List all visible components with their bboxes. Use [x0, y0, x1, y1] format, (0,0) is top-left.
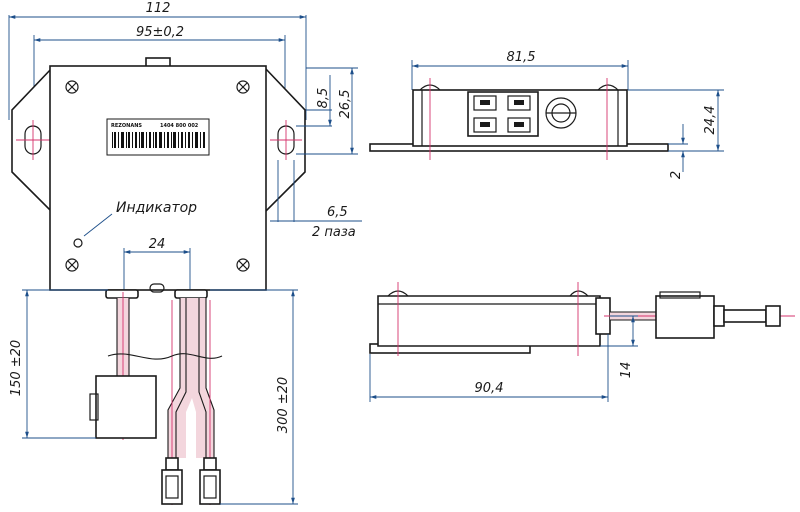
left-connector	[89, 375, 157, 439]
barcode	[112, 132, 205, 148]
bottom-clip	[149, 283, 165, 293]
dim-slot-count: 2 паза	[312, 225, 356, 240]
dim-slot-height: 26,5	[338, 90, 353, 119]
screw-top-right	[236, 80, 250, 94]
side-view: 14 90,4	[369, 282, 795, 402]
indicator-led	[73, 238, 83, 248]
dim-slot-width: 6,5	[327, 205, 348, 220]
top-view: 81,5 24,4	[369, 50, 724, 179]
dim-wire-length-short: 150 ±20	[9, 340, 24, 396]
top-dim-width: 81,5	[507, 50, 536, 65]
top-dim-flange: 2	[669, 171, 684, 179]
cable-break-line	[107, 353, 223, 360]
cable-gland-right	[174, 289, 208, 299]
dim-wire-length-long: 300 ±20	[276, 377, 291, 433]
terminal-left	[161, 457, 183, 505]
indicator-leader	[83, 213, 113, 237]
terminal-block	[467, 91, 539, 137]
dim-wire-spacing: 24	[149, 237, 166, 252]
left-cable	[116, 292, 130, 440]
right-cable	[167, 298, 215, 505]
front-view: 112 95±0,2	[8, 1, 362, 505]
cable-gland-left	[105, 289, 139, 299]
terminal-right	[199, 457, 221, 505]
screw-bottom-left	[65, 258, 79, 272]
dim-total-width: 112	[146, 1, 171, 16]
dim-hole-spacing: 95±0,2	[136, 25, 184, 40]
module-body	[49, 65, 267, 291]
label-code: 1404 800 002	[160, 123, 199, 129]
round-fitting	[545, 97, 577, 129]
screw-top-left	[65, 80, 79, 94]
side-dim-length: 90,4	[475, 381, 504, 396]
side-connector	[655, 291, 781, 339]
dim-slot-offset: 8,5	[316, 88, 331, 109]
indicator-label: Индикатор	[116, 200, 197, 216]
top-dim-height: 24,4	[703, 106, 718, 135]
product-label: REZONANS 1404 800 002	[106, 118, 210, 156]
side-dim-cable-height: 14	[619, 362, 634, 379]
screw-bottom-right	[236, 258, 250, 272]
label-brand: REZONANS	[111, 123, 142, 129]
connector-housing	[95, 375, 157, 439]
